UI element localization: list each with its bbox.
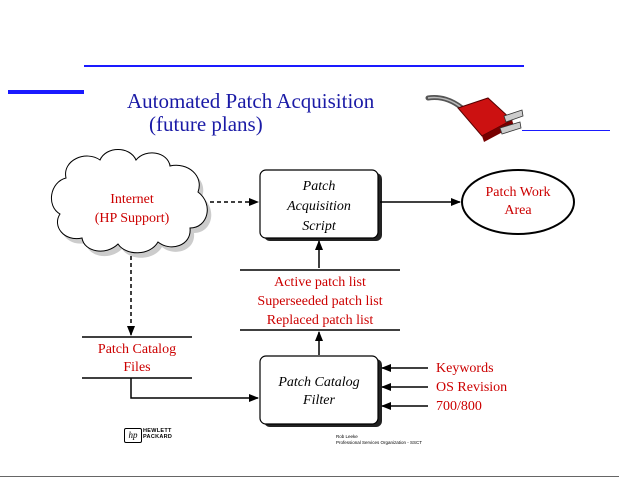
work-area-label-line-1: Patch Work bbox=[485, 185, 551, 200]
internet-label-line-2: (HP Support) bbox=[94, 211, 170, 226]
slide-title: Automated Patch Acquisition (future plan… bbox=[127, 90, 374, 136]
filter-input-keywords: Keywords bbox=[436, 361, 494, 376]
filter-input-700-800: 700/800 bbox=[436, 399, 482, 414]
patch-list-active: Active patch list bbox=[274, 275, 366, 290]
right-rule bbox=[522, 130, 610, 131]
filter-input-os-revision: OS Revision bbox=[436, 380, 508, 395]
filter-box-label: Patch Catalog Filter bbox=[260, 374, 378, 410]
hp-logo-mark: hp bbox=[124, 428, 142, 443]
script-label-line-3: Script bbox=[302, 219, 336, 234]
work-area-label: Patch Work Area bbox=[462, 184, 574, 220]
plug-icon bbox=[425, 95, 524, 142]
footer-line-2: Professional Services Organization - SSC… bbox=[336, 440, 423, 445]
title-line-1: Automated Patch Acquisition bbox=[127, 89, 375, 113]
filter-box bbox=[259, 355, 382, 427]
title-line-2: (future plans) bbox=[149, 112, 263, 136]
filter-inputs: Keywords OS Revision 700/800 bbox=[436, 359, 507, 416]
header-rule bbox=[84, 65, 524, 67]
internet-label: Internet (HP Support) bbox=[66, 190, 198, 228]
internet-cloud-icon bbox=[51, 149, 212, 258]
internet-label-line-1: Internet bbox=[110, 192, 154, 207]
filter-label-line-1: Patch Catalog bbox=[278, 375, 360, 390]
bottom-rule bbox=[0, 476, 619, 477]
catalog-files-line-2: Files bbox=[123, 360, 151, 375]
catalog-files-label: Patch Catalog Files bbox=[82, 341, 192, 377]
filter-label-line-2: Filter bbox=[303, 393, 335, 408]
patch-list-replaced: Replaced patch list bbox=[266, 313, 374, 328]
script-label-line-2: Acquisition bbox=[287, 199, 351, 214]
hp-logo: hp HEWLETT PACKARD bbox=[124, 428, 186, 443]
footer-line-1: Rob Leeke bbox=[336, 434, 358, 439]
work-area-label-line-2: Area bbox=[504, 203, 532, 218]
footer-credits: Rob Leeke Professional Services Organiza… bbox=[336, 434, 422, 446]
script-label-line-1: Patch bbox=[302, 179, 336, 194]
script-box bbox=[259, 169, 382, 241]
hp-logo-line-1: HEWLETT bbox=[143, 428, 172, 434]
patch-lists: Active patch list Superseeded patch list… bbox=[232, 273, 408, 330]
catalog-files-line-1: Patch Catalog bbox=[97, 342, 177, 357]
patch-list-superseeded: Superseeded patch list bbox=[257, 294, 383, 309]
hp-logo-line-2: PACKARD bbox=[143, 434, 173, 440]
arrow-catalog-to-filter bbox=[130, 378, 259, 402]
left-accent-bar bbox=[8, 90, 84, 94]
script-box-label: Patch Acquisition Script bbox=[260, 177, 378, 237]
work-area-ellipse bbox=[461, 169, 575, 235]
